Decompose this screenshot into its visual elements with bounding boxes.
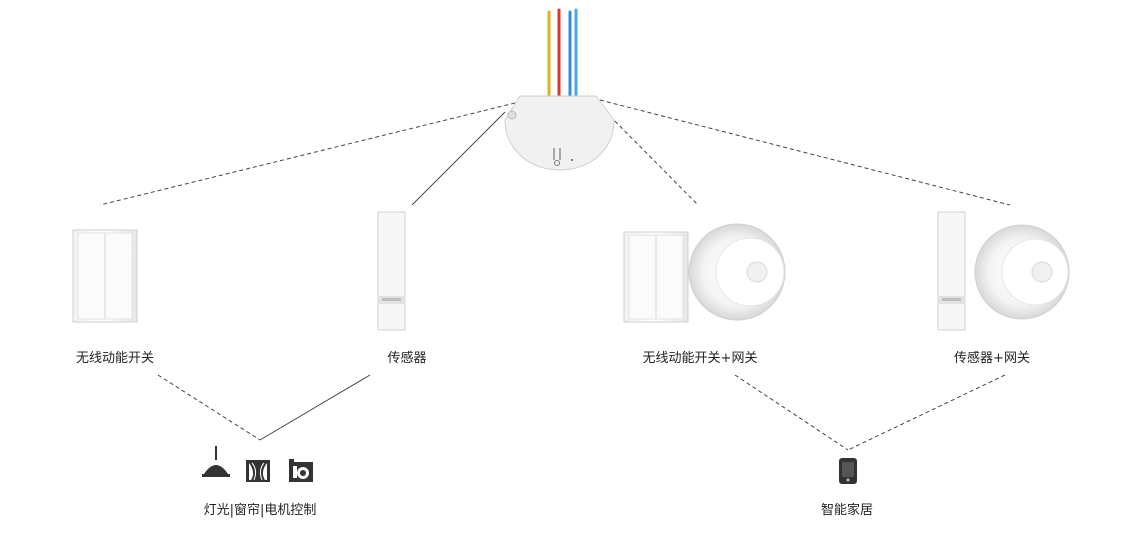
lower-links <box>157 374 1006 451</box>
link-switch-gateway-home <box>734 374 849 451</box>
label-lighting-control: 灯光|窗帘|电机控制 <box>203 503 317 518</box>
lower-solid-links <box>259 374 371 441</box>
label-smart-home: 智能家居 <box>820 503 874 518</box>
link-receiver-sensor <box>411 111 506 206</box>
label-switch-gateway: 无线动能开关+网关 <box>642 351 758 366</box>
wireless-switch-device <box>72 229 138 323</box>
link-receiver-sensor-gateway <box>599 99 1011 206</box>
link-sensor-gateway-home <box>847 374 1006 451</box>
receiver-wires <box>547 8 578 98</box>
label-sensor-gateway: 传感器+网关 <box>954 351 1030 366</box>
curtain-icon <box>246 460 270 482</box>
sensor-gateway-device <box>937 211 1070 331</box>
link-sensor-control <box>259 374 371 441</box>
pendant-lamp-icon <box>202 446 230 477</box>
receiver-module <box>504 95 615 171</box>
receiver-links <box>99 99 1011 206</box>
motor-icon <box>289 459 313 482</box>
link-receiver-switch-gateway <box>599 105 699 206</box>
sensor-device <box>377 211 406 331</box>
link-switch-control <box>157 374 261 441</box>
label-wireless-switch: 无线动能开关 <box>75 351 155 366</box>
smartphone-icon <box>839 458 857 484</box>
label-sensor: 传感器 <box>387 351 427 366</box>
link-receiver-switch <box>99 102 516 206</box>
switch-gateway-device <box>623 223 786 323</box>
